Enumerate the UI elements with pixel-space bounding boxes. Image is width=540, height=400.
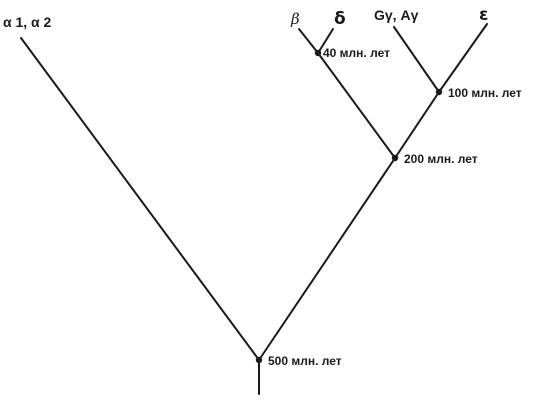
node-200 <box>391 154 399 162</box>
branch-beta <box>298 28 319 54</box>
time-label-100: 100 млн. лет <box>448 86 522 100</box>
time-label-200: 200 млн. лет <box>404 152 478 166</box>
branch-gamma <box>393 26 440 93</box>
branch-200-to-40 <box>317 52 396 159</box>
node-40 <box>314 49 322 57</box>
leaf-label-beta: β <box>290 10 300 28</box>
leaf-label-epsilon: ε <box>479 5 488 25</box>
node-root <box>255 356 263 364</box>
branch-root-to-200 <box>258 157 396 361</box>
node-100 <box>435 88 443 96</box>
branch-epsilon <box>438 23 488 93</box>
leaf-label-delta: δ <box>334 9 346 29</box>
branch-alpha <box>20 37 260 361</box>
leaf-label-alpha: α 1, α 2 <box>3 14 52 30</box>
time-label-root: 500 млн. лет <box>268 354 342 368</box>
branch-200-to-100 <box>394 91 440 159</box>
branch-delta <box>317 28 334 54</box>
time-label-40: 40 млн. лет <box>323 46 390 60</box>
leaf-label-gamma: Gγ, Aγ <box>374 7 419 23</box>
